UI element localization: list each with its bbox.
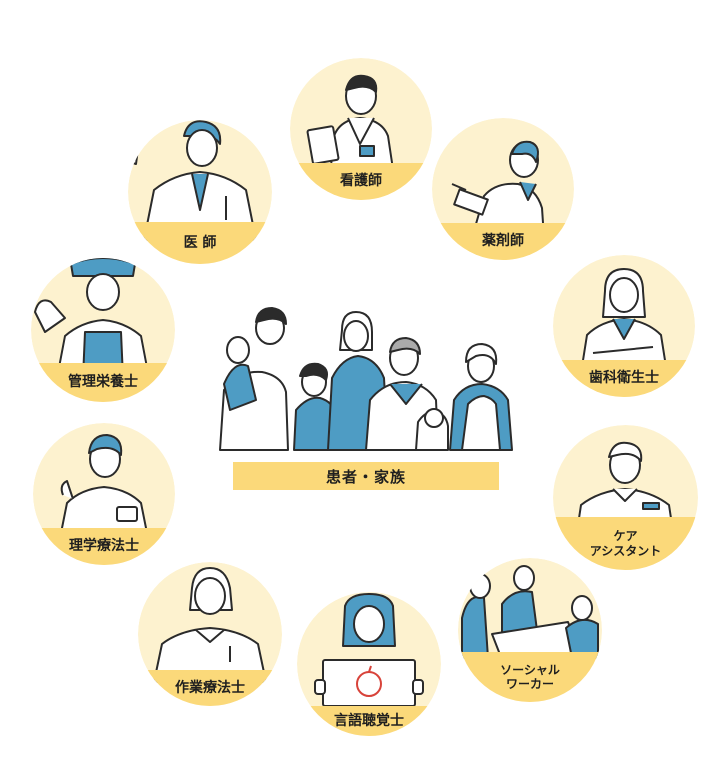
patient-family-label: 患者・家族 bbox=[233, 462, 499, 490]
role-label-speech-therapist: 言語聴覚士 bbox=[334, 712, 404, 729]
role-label-doctor: 医 師 bbox=[183, 234, 217, 251]
patient-family-group: 患者・家族 bbox=[200, 300, 520, 496]
role-circle-care-assistant: ケア アシスタント bbox=[553, 425, 698, 570]
role-label-dental-hygienist: 歯科衛生士 bbox=[589, 370, 659, 387]
role-label-pharmacist: 薬剤師 bbox=[482, 233, 524, 250]
role-circle-occupational-therapist: 作業療法士 bbox=[138, 562, 282, 706]
role-circle-dental-hygienist: 歯科衛生士 bbox=[553, 255, 695, 397]
role-circle-pharmacist: 薬剤師 bbox=[432, 118, 574, 260]
role-label-physical-therapist: 理学療法士 bbox=[69, 538, 139, 555]
role-circle-doctor: 医 師 bbox=[128, 120, 272, 264]
nurse-illustration bbox=[306, 74, 395, 177]
role-label-dietitian: 管理栄養士 bbox=[68, 374, 138, 391]
role-label-nurse: 看護師 bbox=[340, 173, 382, 190]
dental-hygienist-illustration bbox=[580, 268, 668, 374]
role-label-occupational-therapist: 作業療法士 bbox=[175, 679, 245, 696]
occupational-therapist-illustration bbox=[153, 567, 267, 683]
role-circle-dietitian: 管理栄養士 bbox=[31, 258, 175, 402]
role-label-social-worker: ソーシャル ワーカー bbox=[500, 662, 560, 691]
patient-family-label-text: 患者・家族 bbox=[325, 467, 406, 486]
speech-therapist-illustration bbox=[314, 593, 424, 707]
role-label-care-assistant: ケア アシスタント bbox=[589, 529, 662, 558]
role-circle-social-worker: ソーシャル ワーカー bbox=[458, 558, 602, 702]
role-circle-nurse: 看護師 bbox=[290, 58, 432, 200]
role-circle-physical-therapist: 理学療法士 bbox=[33, 423, 175, 565]
family-illustration bbox=[219, 307, 513, 451]
role-circle-speech-therapist: 言語聴覚士 bbox=[297, 592, 441, 736]
